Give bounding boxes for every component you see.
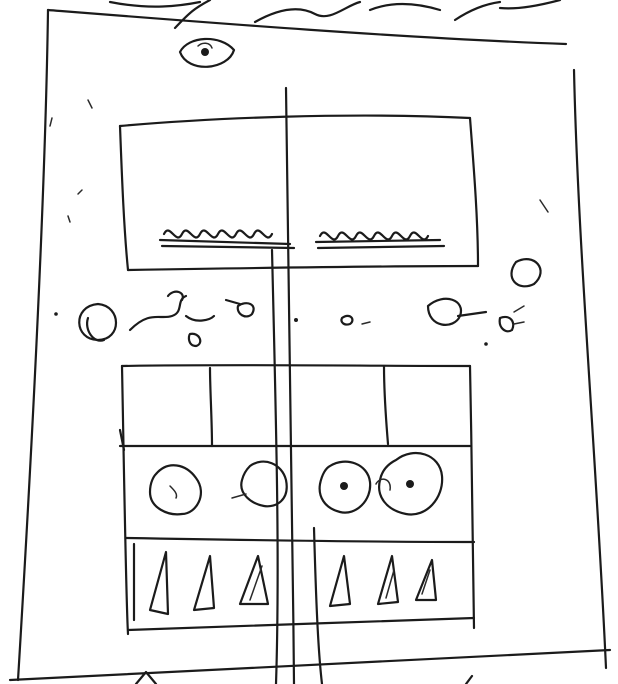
- doodle-row: [54, 259, 540, 346]
- triangle-icon-5: [378, 556, 398, 604]
- blob-image-1: [150, 465, 201, 514]
- triangle-icon-4: [330, 556, 350, 606]
- triangle-icon-2: [194, 556, 214, 610]
- card-grid: [120, 365, 474, 634]
- top-scribble: [110, 0, 560, 28]
- hero-text-left: [160, 231, 294, 248]
- triangle-icon-6: [416, 560, 436, 600]
- eye-icon: [180, 39, 234, 67]
- triangle-icon-1: [150, 552, 168, 614]
- blob-image-3: [320, 462, 371, 513]
- hero-text-right: [316, 233, 444, 248]
- outer-frame: [10, 10, 610, 680]
- bottom-marks: [136, 672, 472, 684]
- blob-image-4: [376, 453, 442, 514]
- triangle-icon-3: [240, 556, 268, 604]
- blob-image-2: [232, 462, 287, 507]
- center-guides: [272, 88, 322, 684]
